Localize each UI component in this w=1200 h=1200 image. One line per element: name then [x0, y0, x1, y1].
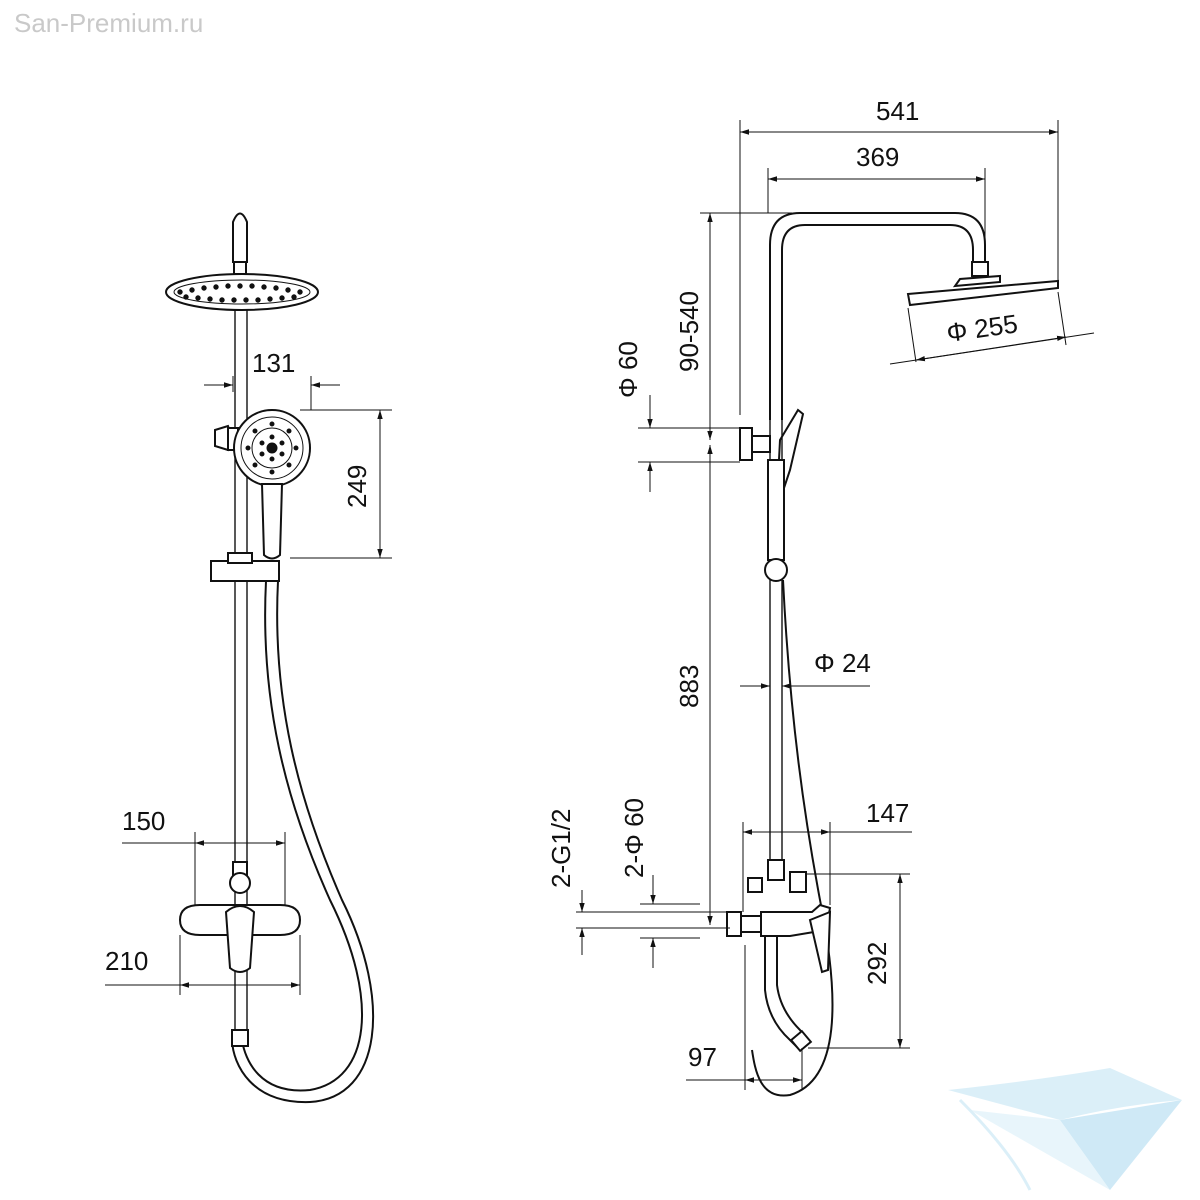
side-handshower	[767, 459, 785, 561]
shower-hose-inner	[231, 580, 375, 1104]
front-view-dimensions: 131 249 150 210	[105, 348, 392, 995]
dim-spout-depth: 97	[688, 1042, 717, 1072]
dim-handshower-height: 249	[342, 465, 372, 508]
side-shower-head	[906, 279, 1059, 307]
side-spout	[764, 936, 801, 1051]
wave-logo-icon	[948, 1068, 1182, 1191]
dim-inlet-thread: 2-G1/2	[546, 809, 576, 889]
side-slide-holder	[764, 558, 788, 582]
dim-arm-reach: 369	[856, 142, 899, 172]
hand-shower-handle	[260, 483, 284, 560]
dim-mixer-depth: 147	[866, 798, 909, 828]
shower-hose-outer	[241, 580, 364, 1092]
side-view	[726, 212, 1059, 1097]
mixer-lever	[224, 905, 256, 973]
front-view	[165, 212, 375, 1104]
head-connector	[233, 261, 247, 275]
shower-head-nozzles	[177, 283, 303, 303]
dim-handshower-width: 131	[252, 348, 295, 378]
riser-top-cap	[232, 212, 248, 263]
dim-height-adjust: 90-540	[674, 291, 704, 372]
hand-shower-nozzles	[245, 421, 299, 475]
dim-total-depth: 541	[876, 96, 919, 126]
side-wall-flange	[726, 911, 742, 937]
dim-flange-small: Φ 60	[613, 341, 643, 398]
dim-mixer-height: 292	[862, 942, 892, 985]
side-hot-inlet-nut	[789, 871, 807, 893]
spout-outlet	[231, 1029, 249, 1047]
side-diverter-knob	[739, 427, 753, 461]
side-cold-inlet-nut	[747, 877, 763, 893]
overhead-shower-head	[165, 273, 319, 311]
side-hose	[751, 579, 834, 1097]
shower-arm-outer	[769, 212, 986, 420]
dim-pipe-diameter: Φ 24	[814, 648, 871, 678]
arm-head-connector	[971, 261, 989, 277]
dim-mixer-top: 150	[122, 806, 165, 836]
watermark-text: San-Premium.ru	[14, 8, 204, 38]
side-view-dimensions: 541 369 Φ 255 90-540 Φ 60 883 Φ 24 2-	[546, 96, 1095, 1090]
side-mixer-lever	[808, 910, 832, 974]
shower-arm-inner	[781, 224, 974, 420]
dim-inlet-flange: 2-Φ 60	[619, 798, 649, 878]
dim-head-diameter: Φ 255	[945, 308, 1020, 348]
dim-mixer-width: 210	[105, 946, 148, 976]
mixer-top-connector	[229, 872, 251, 894]
dim-column-height: 883	[674, 665, 704, 708]
